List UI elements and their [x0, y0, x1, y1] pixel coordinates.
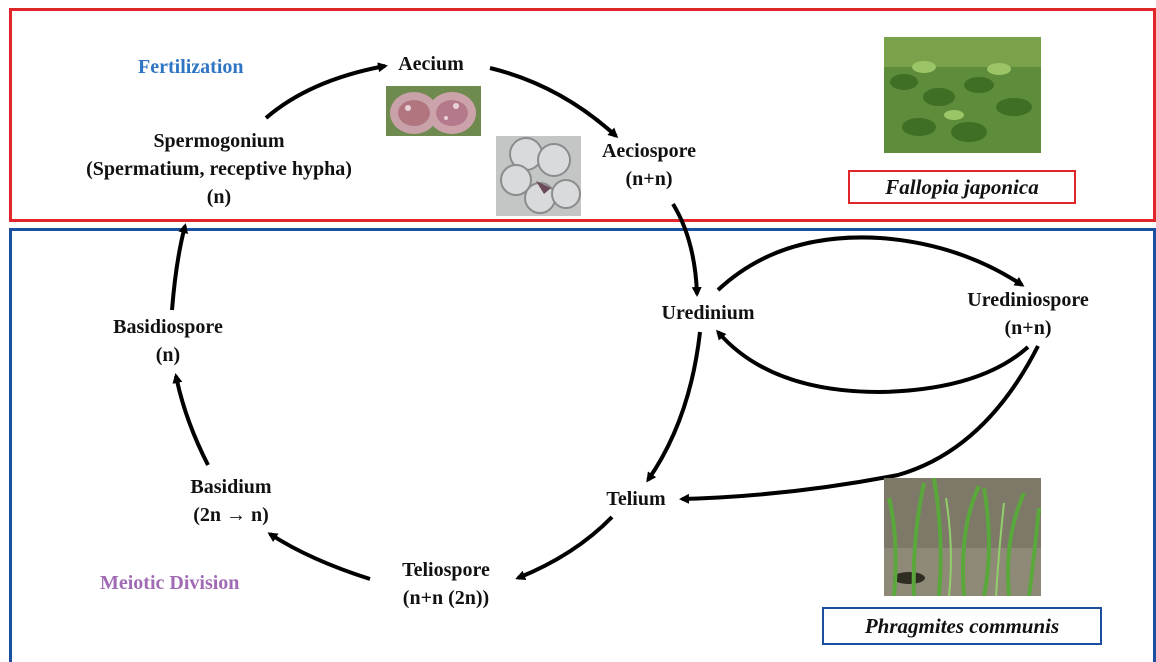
- teliospore-title: Teliospore: [402, 559, 490, 581]
- aeciospore-ploidy: (n+n): [625, 168, 673, 190]
- arrow-urediniospore-to-telium: [679, 345, 1040, 504]
- meiotic-division-label: Meiotic Division: [100, 572, 240, 594]
- arrow-aeciospore-to-uredinium: [671, 202, 702, 297]
- arrow-spermogonium-to-aecium: [264, 62, 388, 120]
- arrow-aecium-to-aeciospore: [489, 66, 619, 139]
- teliospore-ploidy: (n+n (2n)): [402, 587, 490, 609]
- arrow-uredinium-to-telium: [646, 331, 702, 483]
- basidiospore-ploidy: (n): [155, 344, 181, 366]
- aecium-label: Aecium: [398, 50, 464, 78]
- arrow-basidium-to-basidiospore: [172, 373, 210, 466]
- urediniospore-title: Urediniospore: [967, 289, 1089, 311]
- urediniospore-ploidy: (n+n): [1004, 317, 1052, 339]
- basidium-ploidy: (2n → n): [193, 504, 269, 526]
- basidiospore-label: Basidiospore (n): [113, 313, 223, 369]
- phragmites-communis-host-label: Phragmites communis: [822, 607, 1102, 645]
- aeciospore-label: Aeciospore (n+n): [602, 137, 696, 193]
- aecium-title: Aecium: [398, 53, 464, 75]
- phragmites-stage-region: [9, 228, 1156, 662]
- fertilization-label: Fertilization: [138, 56, 244, 78]
- arrow-teliospore-to-basidium: [267, 532, 371, 581]
- teliospore-label: Teliospore (n+n (2n)): [402, 556, 490, 612]
- phragmites-communis-plant-photo: [884, 478, 1041, 596]
- fallopia-japonica-host-label: Fallopia japonica: [848, 170, 1076, 204]
- fallopia-japonica-plant-photo: [884, 37, 1041, 153]
- basidium-label: Basidium (2n → n): [190, 473, 271, 529]
- arrow-urediniospore-to-uredinium: [716, 329, 1030, 395]
- spermogonium-detail: (Spermatium, receptive hypha): [86, 158, 352, 180]
- spermogonium-label: Spermogonium (Spermatium, receptive hyph…: [86, 127, 352, 211]
- aeciospore-title: Aeciospore: [601, 140, 697, 162]
- aecium-photo: [386, 86, 481, 136]
- telium-title: Telium: [606, 488, 666, 510]
- telium-label: Telium: [606, 485, 665, 513]
- uredinium-label: Uredinium: [662, 299, 755, 327]
- basidiospore-title: Basidiospore: [113, 316, 223, 338]
- basidium-title: Basidium: [190, 476, 272, 498]
- uredinium-title: Uredinium: [661, 302, 755, 324]
- arrow-telium-to-teliospore: [515, 515, 614, 581]
- spermogonium-ploidy: (n): [206, 186, 232, 208]
- spermogonium-title: Spermogonium: [153, 130, 285, 152]
- fallopia-stage-region: [9, 8, 1156, 222]
- urediniospore-label: Urediniospore (n+n): [967, 286, 1089, 342]
- arrow-basidiospore-to-spermogonium: [170, 223, 189, 311]
- arrow-uredinium-to-urediniospore: [716, 235, 1025, 292]
- aeciospore-micrograph-photo: [496, 136, 581, 216]
